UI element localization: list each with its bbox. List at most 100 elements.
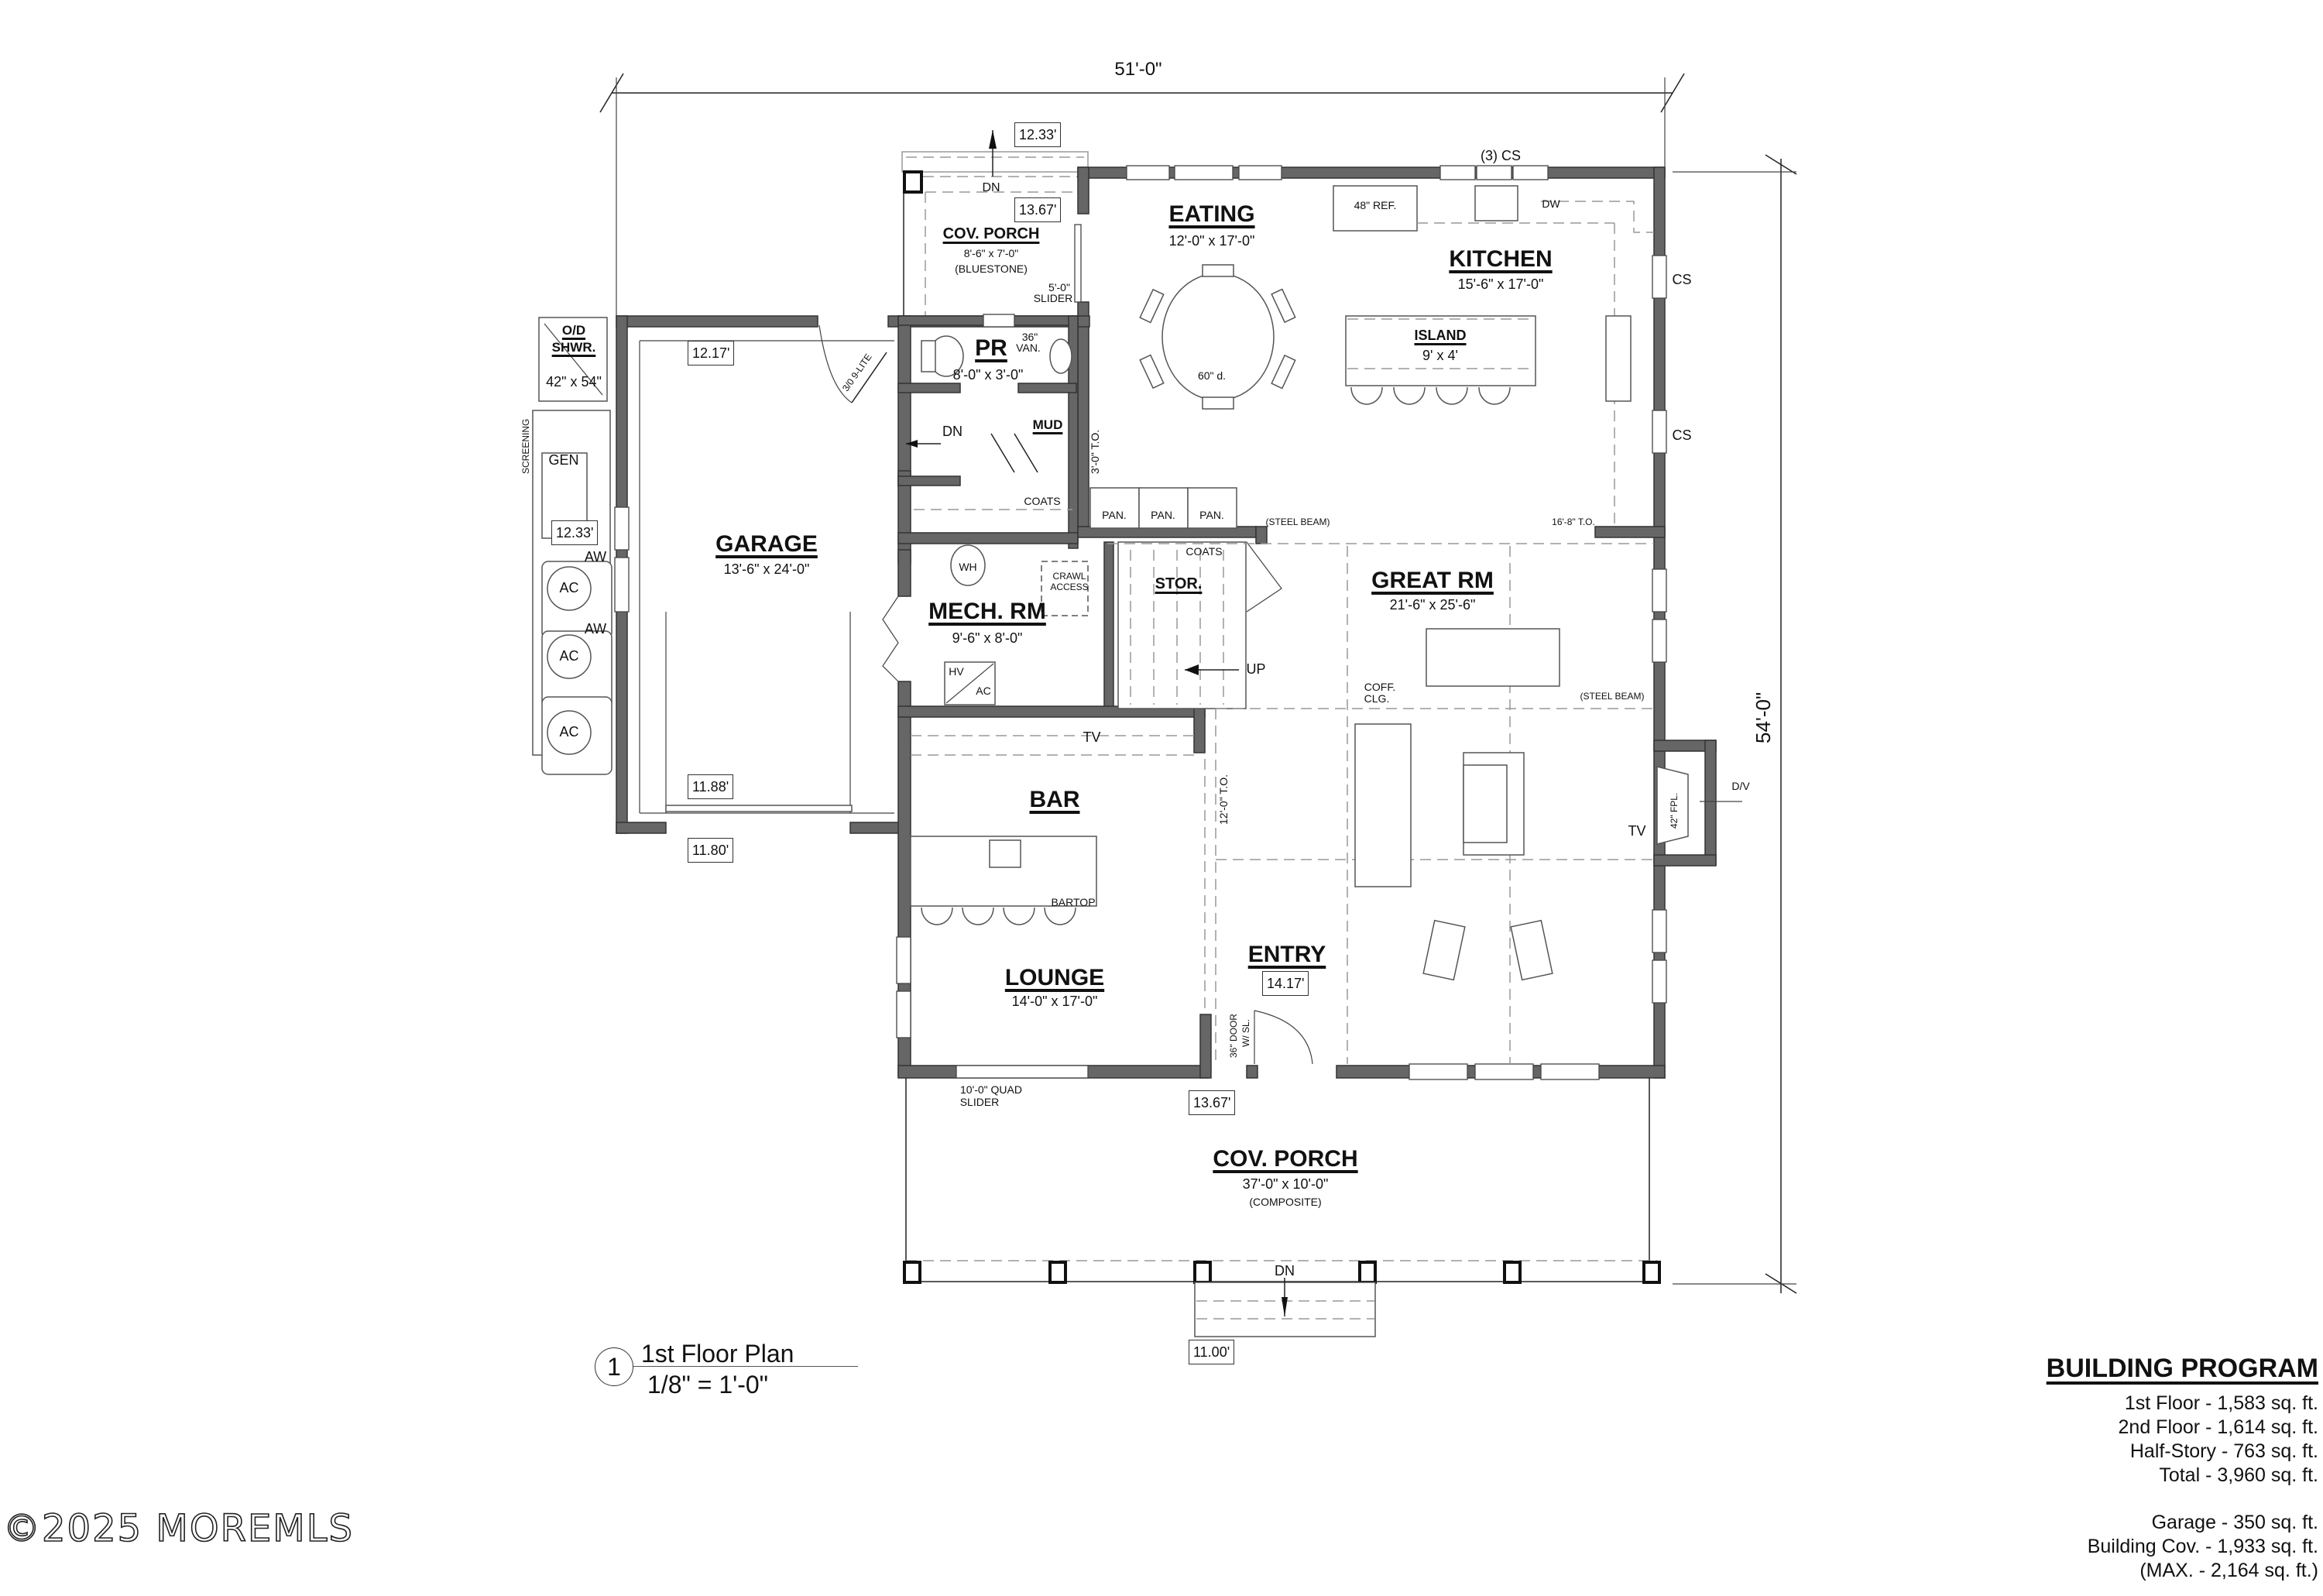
building-program-title: BUILDING PROGRAM: [2046, 1354, 2318, 1383]
door-note: W/ SL.: [1240, 1018, 1251, 1047]
building-program: BUILDING PROGRAM 1st Floor - 1,583 sq. f…: [2047, 1354, 2318, 1583]
room-material: (COMPOSITE): [1249, 1196, 1322, 1208]
vanity-note: VAN.: [1016, 342, 1041, 354]
room-name-rear-porch: COV. PORCH: [942, 225, 1040, 242]
program-row: 2nd Floor - 1,614 sq. ft.: [2118, 1416, 2318, 1438]
width-dimension: 51'-0": [1114, 59, 1162, 80]
casement-label: (3) CS: [1480, 148, 1522, 163]
room-size: 9'-6" x 8'-0": [952, 630, 1023, 646]
elevation-tag: 12.33': [551, 520, 599, 545]
down-label: DN: [1275, 1263, 1295, 1279]
bar-lounge-furniture: [910, 735, 1313, 1065]
awning-label: AW: [584, 621, 607, 637]
room-size: 37'-0" x 10'-0": [1242, 1176, 1329, 1192]
drawing-scale: 1/8" = 1'-0": [647, 1371, 769, 1399]
slider-note: 10'-0" QUAD: [959, 1083, 1023, 1096]
outdoor-shower-label: O/D: [561, 323, 586, 338]
dimension-width: [599, 73, 1685, 317]
drawing-number: 1: [595, 1347, 633, 1386]
drawing-title-block: 1 1st Floor Plan 1/8" = 1'-0": [595, 1340, 858, 1417]
room-size: 8'-0" x 3'-0": [952, 367, 1024, 383]
program-row: (MAX. - 2,164 sq. ft.): [2139, 1560, 2318, 1581]
room-size: 21'-6" x 25'-6": [1389, 597, 1476, 613]
screening-note: SCREENING: [520, 418, 531, 474]
pantry-label: PAN.: [1199, 509, 1224, 521]
beam-note: (STEEL BEAM): [1265, 517, 1330, 527]
room-size: 14'-0" x 17'-0": [1011, 994, 1098, 1009]
casement-label: CS: [1672, 272, 1692, 287]
pantry-label: PAN.: [1151, 509, 1175, 521]
slider-note: SLIDER: [1033, 292, 1073, 304]
room-name-great-room: GREAT RM: [1371, 568, 1494, 593]
elevation-tag: 12.33': [1014, 122, 1062, 147]
coffered-ceiling-note: CLG.: [1364, 692, 1390, 705]
room-name-kitchen: KITCHEN: [1449, 246, 1553, 272]
room-name-front-porch: COV. PORCH: [1213, 1146, 1358, 1172]
program-row: Building Cov. - 1,933 sq. ft.: [2087, 1536, 2318, 1557]
casement-label: CS: [1672, 427, 1692, 443]
ceiling-height-note: 3'-0" T.O.: [1089, 429, 1101, 474]
room-name-entry: ENTRY: [1247, 942, 1326, 967]
room-name-eating: EATING: [1168, 201, 1255, 227]
hvac-label: AC: [976, 685, 991, 697]
fireplace-label: 42" FPL.: [1669, 792, 1680, 829]
room-name-mech-room: MECH. RM: [928, 599, 1046, 624]
elevation-tag: 13.67': [1189, 1090, 1236, 1115]
up-label: UP: [1246, 661, 1266, 677]
room-name-lounge: LOUNGE: [1004, 965, 1105, 990]
elevation-tag: 11.80': [688, 838, 734, 863]
slider-note: 5'-0": [1048, 281, 1070, 293]
refrigerator-label: 48" REF.: [1354, 199, 1397, 211]
program-row: Half-Story - 763 sq. ft.: [2129, 1440, 2318, 1462]
rear-porch-outline: [901, 130, 1089, 317]
generator-label: GEN: [548, 452, 579, 468]
elevation-tag: 12.17': [688, 341, 735, 366]
room-size: 8'-6" x 7'-0": [963, 247, 1019, 259]
ac-unit-label: AC: [559, 648, 579, 664]
room-name-mud: MUD: [1032, 417, 1063, 432]
pantry-label: PAN.: [1102, 509, 1127, 521]
spacer: [2047, 1488, 2318, 1511]
shower-size: 42" x 54": [546, 374, 602, 390]
room-name-garage: GARAGE: [715, 531, 818, 557]
vanity-note: 36": [1021, 331, 1038, 343]
copyright-watermark: ©2025 MOREMLS: [2, 1506, 354, 1551]
bartop-label: BARTOP: [1051, 896, 1096, 908]
elevation-tag: 11.88': [688, 774, 734, 799]
hvac-label: HV: [949, 665, 964, 678]
room-size: 12'-0" x 17'-0": [1168, 233, 1255, 249]
depth-dimension: 54'-0": [1752, 692, 1775, 743]
crawl-access-label: CRAWL: [1052, 571, 1086, 582]
dimension-depth: [1673, 154, 1797, 1294]
program-row: Garage - 350 sq. ft.: [2151, 1512, 2318, 1533]
crawl-access-label: ACCESS: [1050, 582, 1089, 592]
service-fixtures: [882, 335, 1089, 705]
garage-equipment: [532, 317, 894, 814]
windows: [614, 165, 1667, 1080]
awning-label: AW: [584, 549, 607, 565]
down-label: DN: [982, 181, 1000, 194]
coats-label: COATS: [1024, 495, 1061, 507]
tv-label: TV: [1628, 823, 1646, 839]
coats-label: COATS: [1186, 545, 1223, 558]
dishwasher-label: DW: [1542, 197, 1560, 210]
ceiling-height-note: 16'-8" T.O.: [1552, 517, 1595, 527]
ac-unit-label: AC: [559, 580, 579, 595]
outdoor-shower-label: SHWR.: [551, 340, 596, 355]
tv-label: TV: [1083, 729, 1101, 745]
island-label: ISLAND: [1414, 328, 1467, 343]
front-porch-outline: [903, 1078, 1661, 1337]
island-size: 9' x 4': [1422, 348, 1458, 363]
table-size: 60" d.: [1197, 369, 1227, 382]
kitchen-furniture: [1089, 185, 1654, 529]
elevation-tag: 14.17': [1262, 971, 1309, 996]
beam-note: (STEEL BEAM): [1580, 691, 1645, 702]
slider-note: SLIDER: [959, 1096, 1000, 1108]
elevation-tag: 11.00': [1189, 1340, 1235, 1364]
direct-vent-label: D/V: [1731, 780, 1750, 792]
ceiling-height-note: 12'-0" T.O.: [1217, 774, 1230, 825]
elevation-tag: 13.67': [1014, 197, 1062, 222]
water-heater-label: WH: [959, 561, 977, 573]
title-divider: [633, 1366, 858, 1367]
